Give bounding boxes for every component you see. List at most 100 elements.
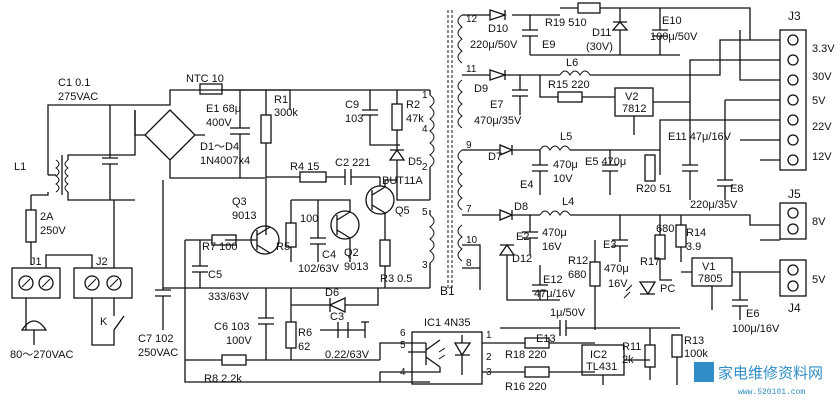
label-node-7: 7 — [466, 204, 472, 215]
label-d7: D7 — [488, 151, 502, 163]
label-out-3v3: 3.3V — [812, 43, 835, 55]
label-out-8v: 8V — [812, 216, 826, 228]
label-r2: R2 — [406, 99, 420, 111]
label-e4: E4 — [520, 179, 533, 191]
label-r5-value: 100 — [300, 213, 318, 225]
label-e10-rating: 100μ/50V — [650, 31, 698, 43]
label-pc-led: PC — [660, 283, 675, 295]
label-r12-value: 680 — [568, 269, 586, 281]
label-d12: D12 — [512, 253, 532, 265]
label-ic2-type: TL431 — [586, 361, 617, 373]
label-c3: C3 — [330, 311, 344, 323]
label-d1-d4: D1～D4 — [200, 141, 239, 153]
label-q5: Q5 — [395, 205, 410, 217]
label-ic1-pin4: 4 — [400, 367, 406, 378]
label-e12-rating: 47μ/16V — [534, 288, 576, 300]
label-ic1-pin5: 5 — [400, 340, 406, 351]
label-v2: V2 — [625, 91, 638, 103]
label-e2-cap: 470μ — [542, 227, 567, 239]
label-1n4007: 1N4007x4 — [200, 155, 250, 167]
label-d10-cap: 220μ/50V — [470, 39, 518, 51]
label-e6-rating: 100μ/16V — [732, 323, 780, 335]
label-r17: R17 — [640, 256, 660, 268]
label-r11: R11 — [622, 341, 641, 353]
label-node-p5: 5 — [422, 207, 428, 218]
label-ic2: IC2 — [590, 349, 607, 361]
label-r14-value: 3.9 — [686, 241, 701, 253]
label-d10: D10 — [488, 23, 508, 35]
label-node-p3: 3 — [422, 260, 428, 271]
label-q2: Q2 — [344, 247, 359, 259]
label-c1-rating: 275VAC — [58, 91, 98, 103]
label-r13-value: 100k — [684, 348, 708, 360]
label-r6: R6 — [298, 327, 312, 339]
label-node-8: 8 — [466, 258, 472, 269]
label-c3-rating: 0.22/63V — [325, 349, 370, 361]
label-e10: E10 — [662, 15, 682, 27]
label-node-10: 10 — [466, 235, 478, 246]
label-l6: L6 — [566, 57, 578, 69]
label-ic1-pin6: 6 — [400, 328, 406, 339]
label-c7-rating: 250VAC — [138, 347, 178, 359]
label-e4-voltage: 10V — [553, 173, 573, 185]
label-c2: C2 221 — [335, 157, 370, 169]
label-r8: R8 2.2k — [204, 373, 242, 385]
label-e8-rating: 220μ/35V — [690, 199, 738, 211]
label-l1: L1 — [14, 161, 26, 173]
label-r18: R18 220 — [505, 349, 547, 361]
label-v1: V1 — [702, 261, 715, 273]
label-out-5v: 5V — [812, 95, 826, 107]
label-r7: R7 100 — [202, 241, 237, 253]
label-l4: L4 — [562, 196, 574, 208]
label-r17-value: 680 — [656, 223, 674, 235]
label-d9: D9 — [474, 83, 488, 95]
label-out-30v: 30V — [812, 71, 832, 83]
label-e9: E9 — [542, 39, 555, 51]
label-c1: C1 0.1 — [58, 77, 90, 89]
label-ic1-pin3: 3 — [486, 367, 492, 378]
label-node-11: 11 — [466, 64, 477, 75]
watermark: 家电维修资料网 www.520101.com — [694, 362, 823, 397]
label-transformer-b1: B1 — [440, 284, 455, 298]
label-fuse-current: 2A — [40, 211, 54, 223]
label-ic1-pin2: 2 — [486, 352, 492, 363]
label-e13: E13 — [536, 333, 556, 345]
label-q3: Q3 — [232, 196, 247, 208]
label-c9: C9 — [345, 99, 359, 111]
label-c5: C5 — [208, 269, 222, 281]
label-out-12v: 12V — [812, 151, 832, 163]
label-c4: C4 — [322, 249, 336, 261]
primary-section — [163, 10, 500, 385]
label-d8: D8 — [514, 201, 528, 213]
label-r3: R3 0.5 — [380, 273, 412, 285]
label-e12: E12 — [543, 274, 563, 286]
label-r16: R16 220 — [505, 381, 547, 393]
label-c5-rating: 333/63V — [208, 291, 250, 303]
label-e3: E3 — [603, 239, 616, 251]
label-c6-rating: 100V — [226, 335, 252, 347]
label-e1-rating: 400V — [206, 117, 232, 129]
label-node-p1: 1 — [422, 90, 428, 101]
label-fuse-voltage: 250V — [40, 225, 66, 237]
label-e5: E5 470μ — [585, 156, 626, 168]
label-node-p2: 2 — [422, 162, 428, 173]
label-node-p4: 4 — [422, 124, 428, 135]
label-j4: J4 — [788, 301, 801, 315]
ac-input-section — [11, 89, 291, 346]
label-node-12: 12 — [466, 14, 478, 25]
label-e1: E1 68μ — [206, 103, 241, 115]
label-ic1-pin1: 1 — [486, 330, 492, 341]
label-ic1: IC1 4N35 — [424, 317, 470, 329]
label-r14: R14 — [686, 227, 706, 239]
label-c-1u: 1μ/50V — [550, 307, 586, 319]
label-l5: L5 — [560, 131, 572, 143]
label-e2: E2 — [516, 231, 529, 243]
label-ntc: NTC 10 — [186, 73, 224, 85]
label-e7: E7 — [490, 99, 503, 111]
label-e4-cap: 470μ — [553, 159, 578, 171]
label-j3: J3 — [788, 9, 801, 23]
label-e7-rating: 470μ/35V — [474, 115, 522, 127]
label-r13: R13 — [684, 335, 704, 347]
watermark-text: 家电维修资料网 — [718, 364, 823, 382]
